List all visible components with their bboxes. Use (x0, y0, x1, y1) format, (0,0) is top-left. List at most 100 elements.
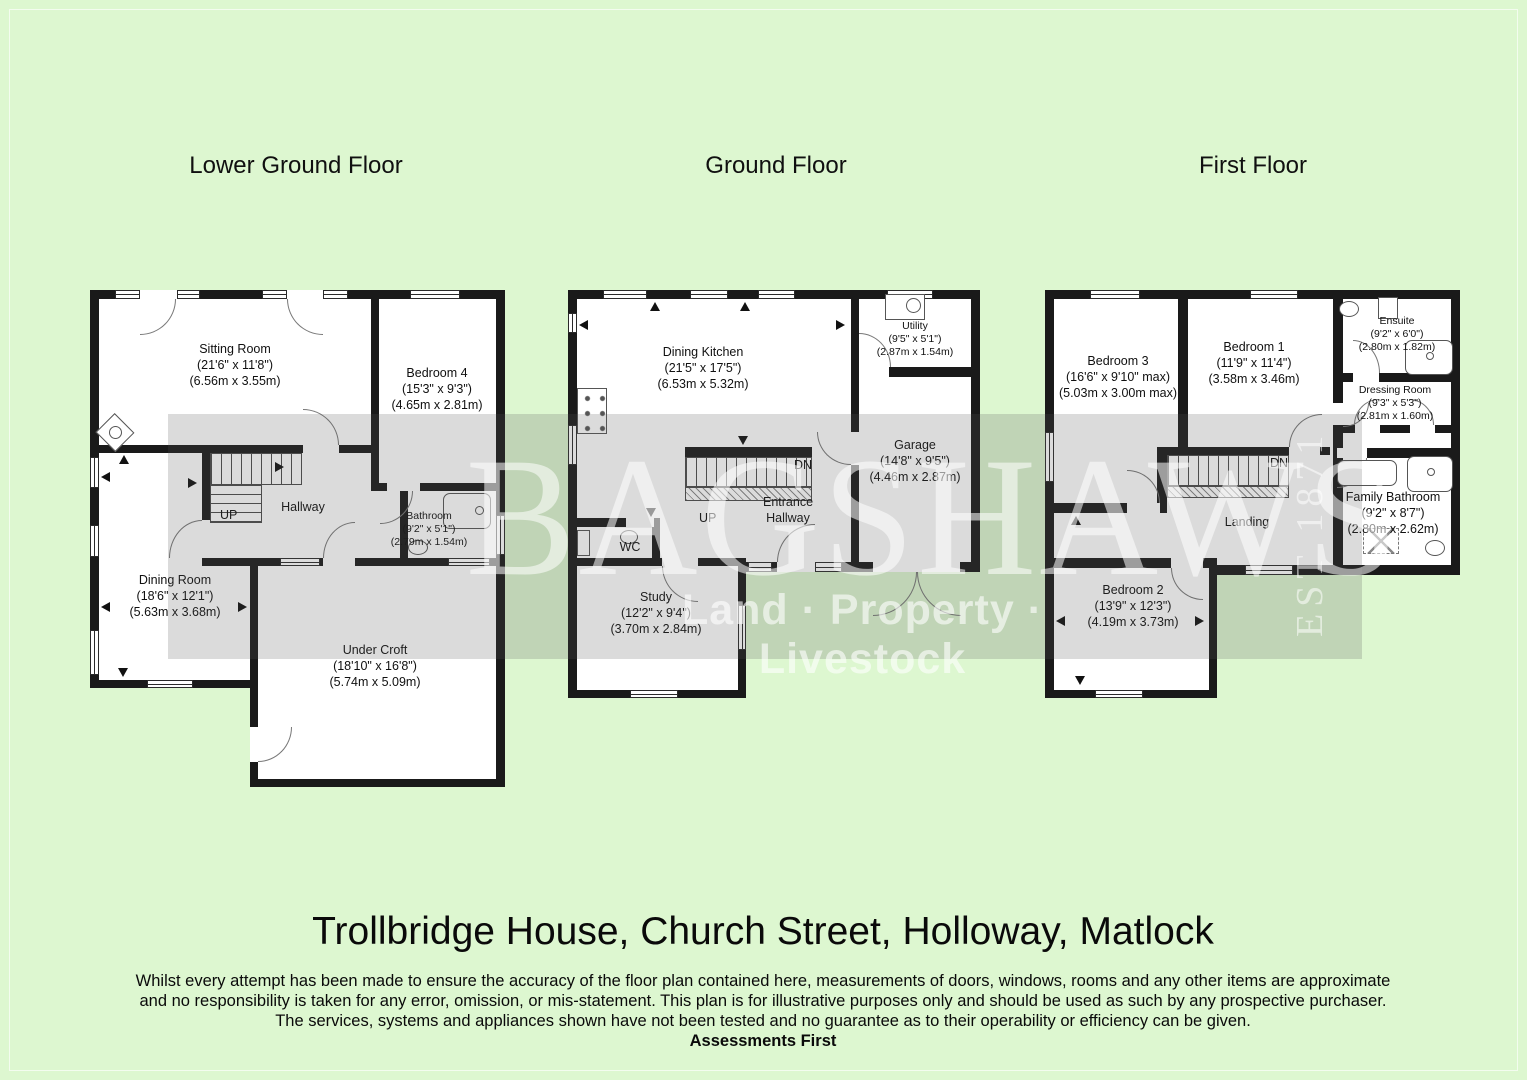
window (630, 690, 678, 698)
room-label-entrance-hallway: Entrance Hallway (743, 495, 833, 527)
room-size-metric: (2.80m x 2.62m) (1347, 521, 1439, 536)
wall (1157, 447, 1167, 513)
window (1245, 565, 1293, 575)
door-opening (1289, 447, 1320, 455)
floor-area (250, 688, 505, 787)
measure-arrow (579, 320, 588, 330)
window (568, 313, 577, 333)
stairs (1167, 455, 1289, 486)
room-label-bedroom-2: Bedroom 2 (13'9" x 12'3") (4.19m x 3.73m… (1087, 583, 1178, 630)
wall (1178, 299, 1188, 447)
door-opening (1333, 403, 1343, 425)
window (147, 680, 193, 688)
room-size-metric: (3.58m x 3.46m) (1208, 371, 1300, 386)
plan-ground-floor: Dining Kitchen (21'5" x 17'5") (6.53m x … (568, 290, 980, 700)
room-size-metric: (5.74m x 5.09m) (329, 674, 421, 689)
door-opening (1355, 425, 1380, 433)
room-name: Dining Kitchen (662, 345, 744, 359)
room-name: Hallway (281, 500, 325, 514)
room-name: Bathroom (406, 510, 452, 522)
room-size-metric: (4.65m x 2.81m) (391, 397, 483, 412)
wall (1333, 425, 1460, 433)
measure-arrow (188, 478, 197, 488)
wall (1165, 447, 1330, 455)
window (115, 290, 140, 299)
garage-door-opening (873, 562, 960, 572)
room-name: WC (619, 540, 641, 554)
room-size-imperial: (9'5" x 5'1") (888, 333, 942, 346)
window (758, 290, 795, 299)
wall (568, 290, 577, 698)
room-label-under-croft: Under Croft (18'10" x 16'8") (5.74m x 5.… (329, 643, 420, 690)
door-opening (626, 518, 654, 527)
stairs (685, 487, 812, 501)
room-size-imperial: (9'2" x 6'0") (1370, 328, 1424, 341)
stairs-up-label: UP (220, 508, 238, 522)
measure-arrow (738, 436, 748, 445)
measure-arrow (1071, 516, 1081, 525)
door-opening (387, 483, 420, 491)
door-opening (851, 432, 859, 465)
measure-arrow (646, 508, 656, 517)
room-size-imperial: (11'9" x 11'4") (1216, 355, 1292, 370)
room-label-bathroom: Bathroom (9'2" x 5'1") (2.79m x 1.54m) (391, 510, 467, 550)
stairs (1167, 486, 1289, 498)
wall (1333, 448, 1460, 458)
window (1045, 432, 1054, 482)
toilet-icon (620, 530, 638, 544)
window (1250, 290, 1298, 299)
measure-arrow (1056, 616, 1065, 626)
bath-icon (1337, 460, 1397, 486)
floor-title-ground: Ground Floor (705, 152, 847, 179)
corner-stove-icon (109, 426, 122, 439)
room-size-metric: (6.56m x 3.55m) (189, 373, 281, 388)
room-size-imperial: (14'8" x 9'5") (880, 453, 950, 468)
room-label-dining-room: Dining Room (18'6" x 12'1") (5.63m x 3.6… (129, 573, 220, 620)
wall (371, 483, 505, 491)
room-label-bedroom-4: Bedroom 4 (15'3" x 9'3") (4.65m x 2.81m) (391, 366, 482, 413)
room-size-imperial: (9'3" x 5'3") (1368, 397, 1422, 410)
stove-icon (577, 388, 607, 434)
measure-arrow (650, 302, 660, 311)
page-title: Trollbridge House, Church Street, Hollow… (312, 910, 1214, 953)
room-name: Bedroom 4 (406, 366, 468, 380)
room-size-imperial: (13'9" x 12'3") (1094, 598, 1172, 613)
wall (202, 448, 210, 566)
window (748, 562, 772, 572)
sink-icon (577, 530, 590, 556)
wall (1054, 503, 1167, 513)
wall (99, 445, 371, 453)
room-name: Bedroom 1 (1223, 340, 1285, 354)
window (262, 290, 287, 299)
wall (855, 367, 980, 377)
stairs (685, 457, 812, 487)
door-opening (1127, 503, 1160, 513)
window (690, 290, 728, 299)
toilet-icon (1425, 540, 1445, 556)
shower-tray-icon (1363, 528, 1399, 554)
room-name: Utility (902, 320, 928, 332)
room-name: Ensuite (1379, 315, 1415, 327)
wall (371, 299, 379, 491)
room-name: Under Croft (342, 643, 408, 657)
wall (740, 562, 980, 572)
room-name: Garage (894, 438, 936, 452)
room-size-imperial: (9'2" x 5'1") (402, 523, 456, 536)
measure-arrow (836, 320, 845, 330)
door-opening (859, 367, 889, 377)
shower-icon (1426, 352, 1434, 360)
floor-title-lower-ground: Lower Ground Floor (189, 152, 403, 179)
room-size-imperial: (15'3" x 9'3") (402, 381, 472, 396)
watermark-tagline-text: Land · Property · Livestock (681, 586, 1044, 683)
room-size-metric: (2.81m x 1.60m) (1356, 410, 1434, 423)
window (496, 515, 505, 555)
room-size-metric: (3.70m x 2.84m) (610, 621, 702, 636)
room-size-metric: (6.53m x 5.32m) (657, 376, 749, 391)
stairs-down-label: DN (794, 458, 813, 472)
window (603, 290, 647, 299)
wall (1045, 558, 1217, 568)
room-label-study: Study (12'2" x 9'4") (3.70m x 2.84m) (610, 590, 701, 637)
door-opening (287, 290, 323, 299)
watermark-band (168, 414, 1362, 659)
room-size-imperial: (16'6" x 9'10" max) (1066, 369, 1170, 384)
